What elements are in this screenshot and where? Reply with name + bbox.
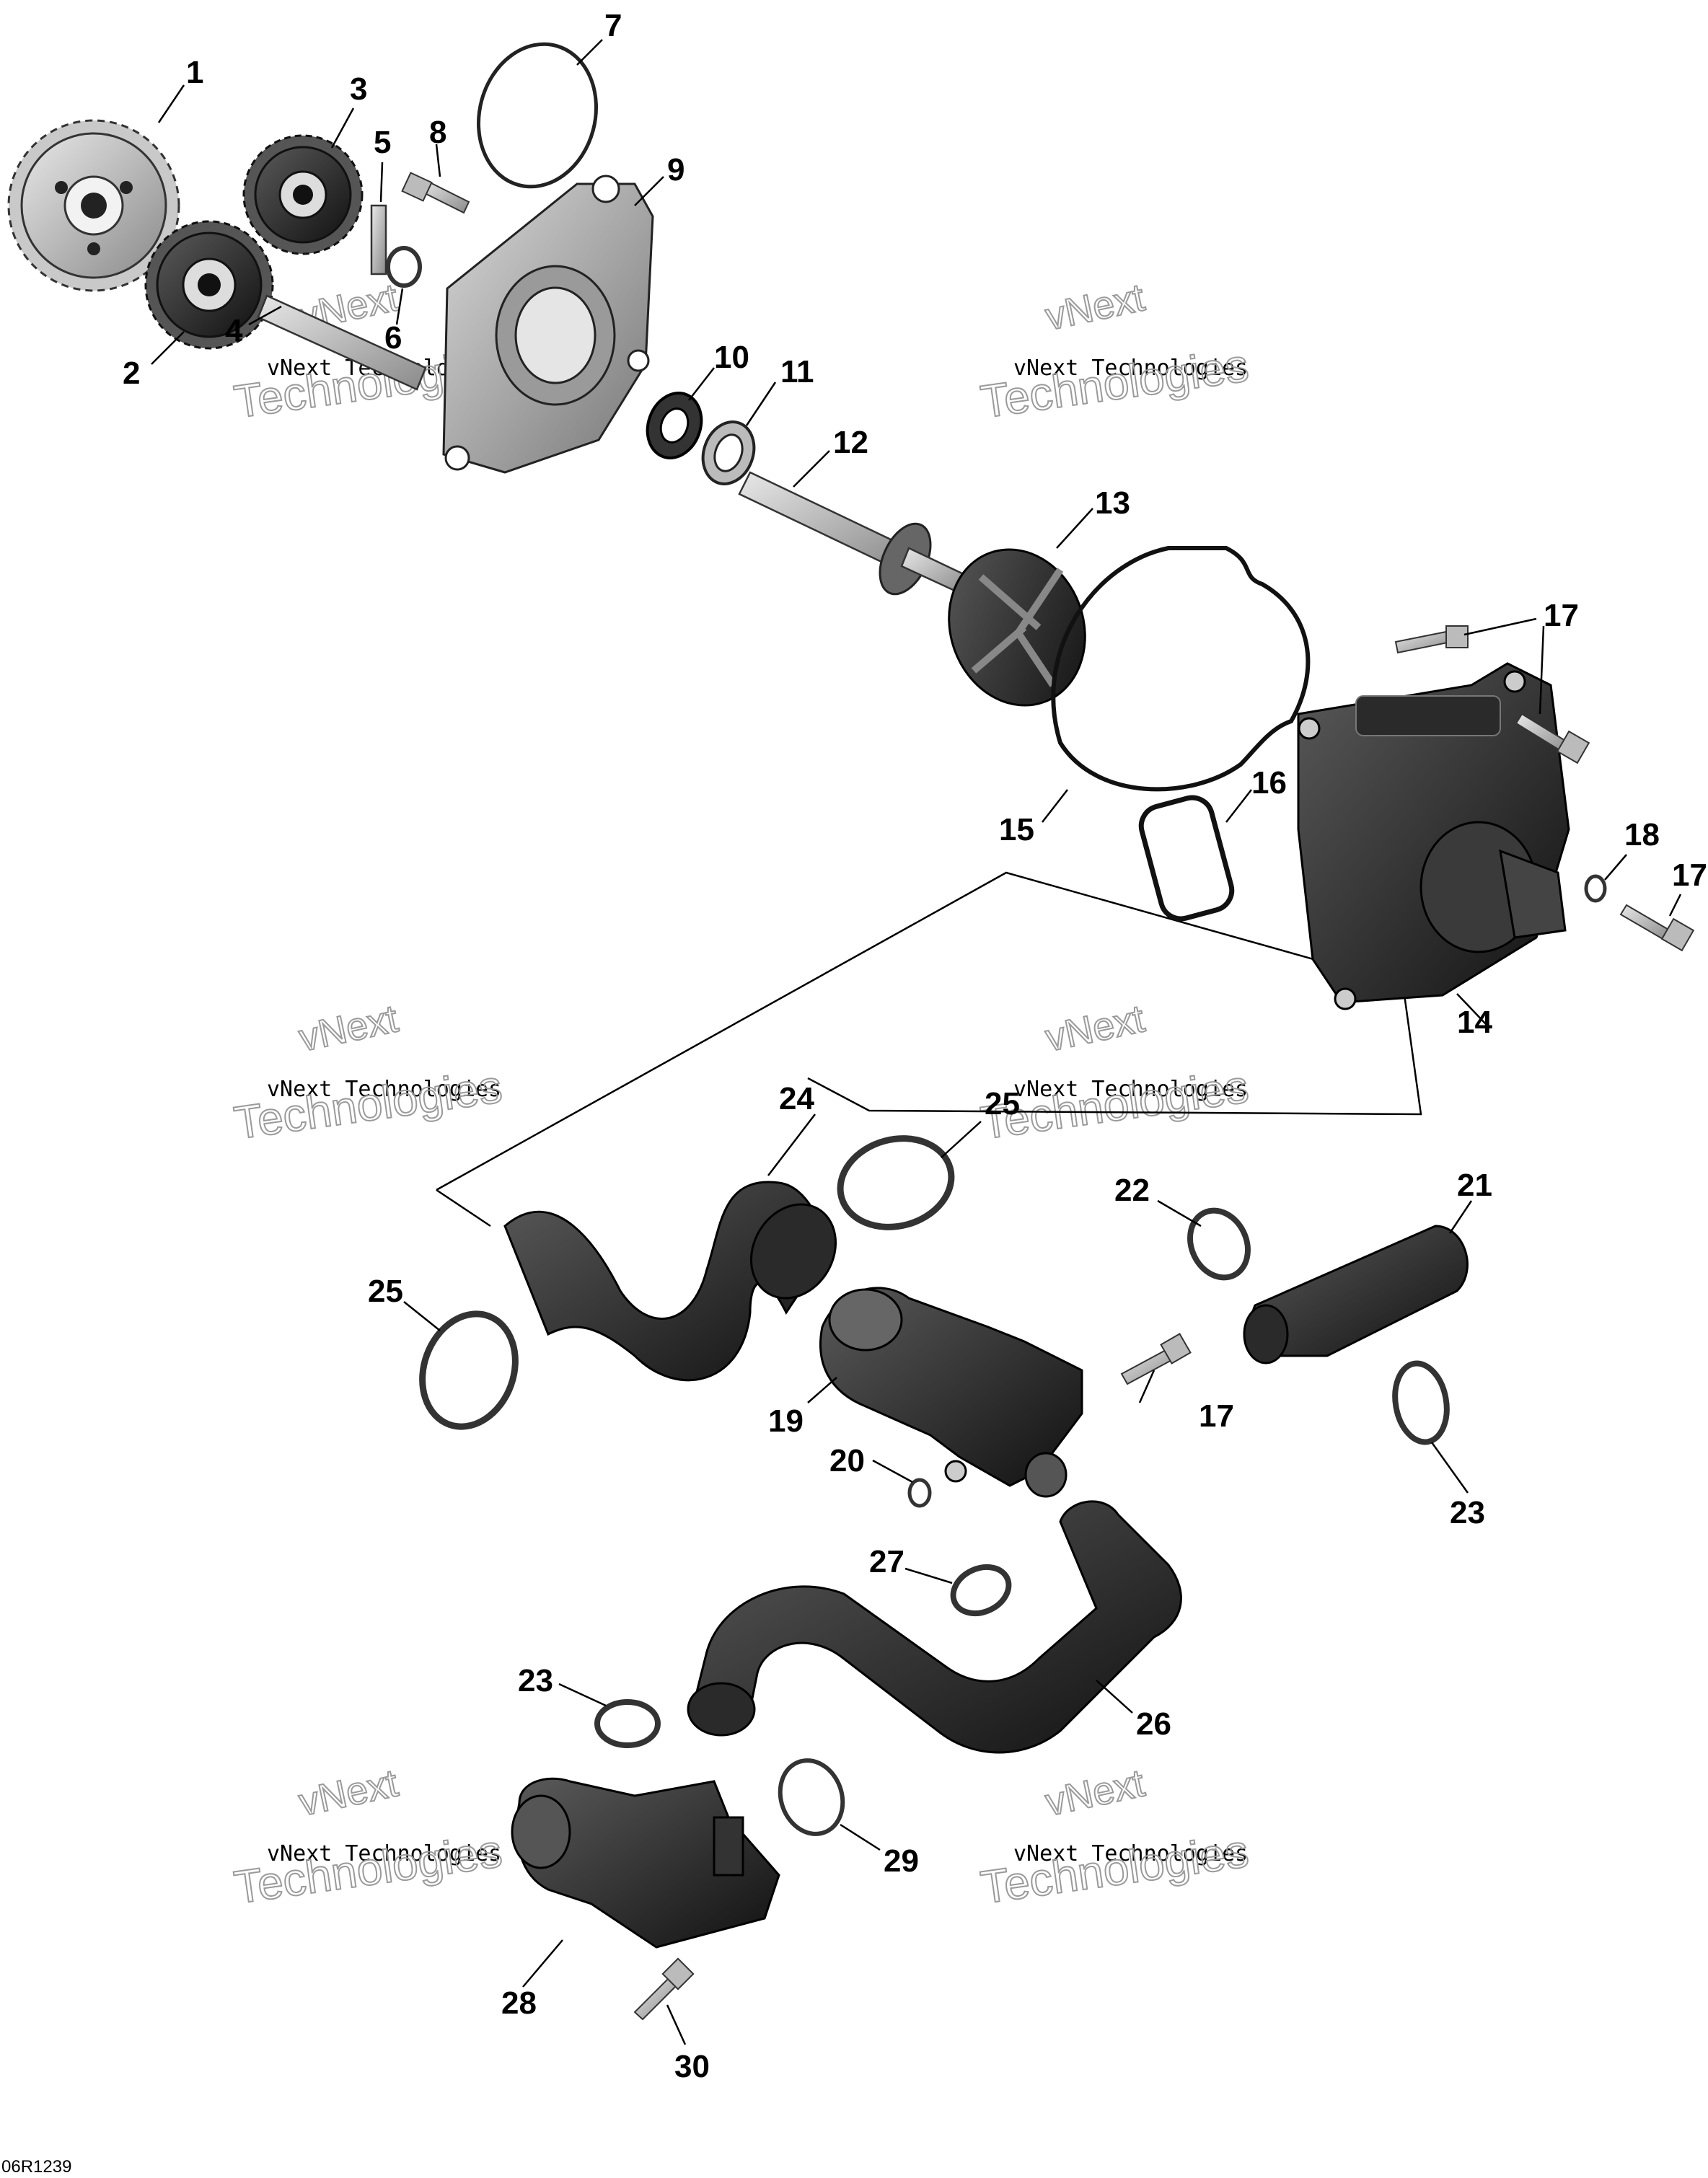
- gear-large: [7, 119, 180, 292]
- pin-5: [370, 204, 387, 275]
- bolt-8: [401, 172, 470, 214]
- bolt-17-d: [1120, 1333, 1192, 1385]
- thermostat-housing-19: [819, 1287, 1083, 1498]
- svg-text:Technologies: Technologies: [977, 339, 1251, 428]
- hose-24: [503, 1181, 831, 1382]
- impeller-shaft-12: [738, 471, 968, 596]
- callout-25-b: 25: [368, 1274, 403, 1309]
- bolt-30: [633, 1957, 695, 2021]
- hose-26: [691, 1500, 1182, 1754]
- svg-text:Technologies: Technologies: [977, 1825, 1251, 1913]
- clamp-22: [1187, 1207, 1251, 1281]
- shaft-4: [257, 294, 427, 391]
- svg-text:vNext: vNext: [1042, 997, 1148, 1059]
- callout-7: 7: [604, 8, 622, 43]
- svg-text:Technologies: Technologies: [231, 1825, 505, 1913]
- clamp-23-b: [594, 1699, 661, 1748]
- clamp-25-a: [837, 1135, 955, 1230]
- callout-2: 2: [123, 356, 140, 391]
- callout-8: 8: [429, 115, 446, 150]
- callout-20: 20: [829, 1443, 865, 1478]
- callout-18: 18: [1624, 817, 1660, 852]
- drawing-code: 06R1239: [1, 2157, 71, 2177]
- callout-12: 12: [833, 425, 868, 460]
- seal-10-hole: [659, 407, 690, 444]
- bolt-17-a: [1394, 625, 1469, 654]
- callout-4: 4: [225, 313, 243, 348]
- callout-24: 24: [779, 1081, 814, 1116]
- callout-27: 27: [869, 1544, 904, 1579]
- callout-28: 28: [501, 1985, 537, 2021]
- svg-text:vNext Technologies: vNext Technologies: [1013, 356, 1248, 381]
- svg-text:vNext: vNext: [1042, 275, 1148, 338]
- callout-30: 30: [674, 2049, 710, 2084]
- pump-cover-9: [442, 175, 654, 474]
- pump-housing-14: [1297, 662, 1570, 1010]
- impeller-13: [948, 548, 1086, 707]
- hose-26-end: [687, 1682, 756, 1737]
- callout-17-b: 17: [1672, 857, 1707, 893]
- callout-29: 29: [884, 1843, 919, 1879]
- svg-text:vNext: vNext: [1042, 1761, 1148, 1824]
- callout-23-b: 23: [518, 1663, 553, 1698]
- seal-ring-11-hole: [713, 433, 744, 472]
- watermark-5: vNext vNext Technologies Technologies: [230, 1760, 506, 1914]
- svg-text:vNext: vNext: [295, 1761, 402, 1824]
- svg-text:vNext Technologies: vNext Technologies: [267, 1841, 501, 1866]
- gasket-16: [1138, 795, 1235, 922]
- clamp-25-b: [419, 1310, 519, 1430]
- svg-text:vNext: vNext: [295, 997, 402, 1059]
- gasket-15: [1051, 546, 1311, 792]
- washer-18: [1584, 874, 1607, 903]
- clamp-27: [950, 1564, 1012, 1617]
- washer-20: [907, 1478, 932, 1508]
- assembly-bracket-left: [436, 1189, 491, 1227]
- assembly-bracket: [436, 871, 1422, 1191]
- callout-17-c: 17: [1199, 1398, 1234, 1434]
- callout-5: 5: [374, 125, 391, 160]
- callout-21: 21: [1457, 1168, 1492, 1203]
- callout-10: 10: [714, 340, 749, 375]
- callouts: 1 2 3 4 5 6 7 8 9 10 11 12 13 14 15 16 1…: [123, 8, 1707, 2084]
- callout-1: 1: [186, 55, 203, 90]
- callout-9: 9: [667, 152, 684, 188]
- bolt-17-b: [1515, 713, 1590, 764]
- washer-6: [386, 246, 422, 288]
- gear-3: [242, 134, 364, 255]
- callout-25-a: 25: [985, 1086, 1020, 1121]
- bolt-17-c: [1619, 904, 1695, 952]
- svg-text:Technologies: Technologies: [231, 1060, 505, 1149]
- callout-16: 16: [1251, 765, 1287, 801]
- svg-text:vNext Technologies: vNext Technologies: [1013, 1841, 1248, 1866]
- callout-23-a: 23: [1450, 1495, 1485, 1530]
- svg-text:vNext Technologies: vNext Technologies: [1013, 1077, 1248, 1102]
- callout-11: 11: [780, 354, 814, 389]
- callout-17-a: 17: [1544, 598, 1579, 633]
- callout-26: 26: [1136, 1706, 1171, 1742]
- svg-text:vNext Technologies: vNext Technologies: [267, 1077, 501, 1102]
- callout-22: 22: [1114, 1173, 1150, 1208]
- watermark-3: vNext vNext Technologies Technologies: [230, 996, 506, 1150]
- callout-15: 15: [999, 812, 1034, 847]
- callout-19: 19: [768, 1403, 804, 1439]
- watermark-6: vNext vNext Technologies Technologies: [977, 1760, 1252, 1914]
- o-ring-7: [477, 42, 598, 189]
- callout-6: 6: [384, 320, 402, 356]
- gear-small: [144, 220, 274, 350]
- outlet-28: [511, 1777, 780, 1949]
- callout-14: 14: [1457, 1005, 1492, 1040]
- callout-3: 3: [350, 71, 367, 107]
- watermark-4: vNext vNext Technologies Technologies: [977, 996, 1252, 1150]
- clamp-23-a: [1392, 1360, 1450, 1445]
- watermark-2: vNext vNext Technologies Technologies: [977, 275, 1252, 428]
- o-ring-29: [778, 1758, 845, 1836]
- callout-13: 13: [1095, 485, 1130, 521]
- hose-24-end: [749, 1203, 837, 1300]
- leader-lines: [151, 39, 1682, 2045]
- hose-21: [1243, 1225, 1469, 1364]
